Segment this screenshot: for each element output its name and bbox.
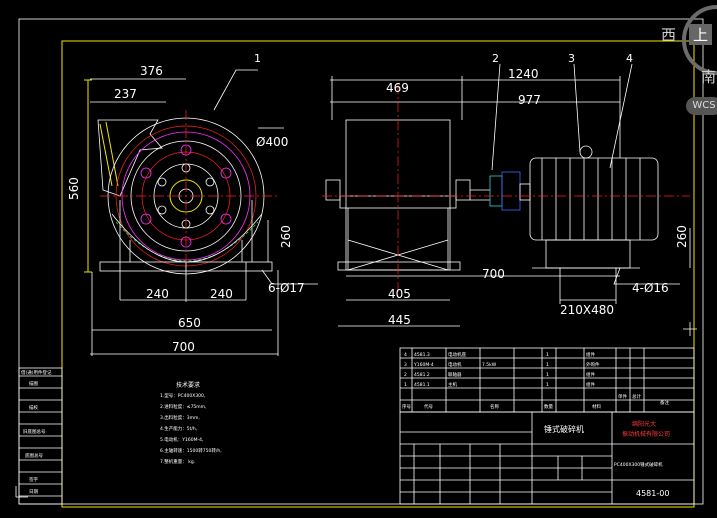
bom-mat: 外购件 [586,361,600,368]
dim-6-holes: 6-Ø17 [268,281,305,295]
bom-code: 4581.3 [414,352,430,358]
strip-label: 旧底图总号 [23,428,46,435]
front-view [322,63,691,327]
bom-header: 代号 [424,403,433,410]
tech-title: 技术要求 [176,381,200,389]
balloon-4: 4 [626,52,633,65]
dim-977: 977 [518,93,541,107]
strip-label: 描校 [29,404,38,411]
outer-border [18,18,704,505]
dim-405: 405 [388,287,411,301]
strip-label: 签字 [29,476,38,483]
dim-4-holes: 4-Ø16 [632,281,669,295]
dim-210x480: 210X480 [560,303,614,317]
bom-mat: 组件 [586,351,595,358]
bom-spec: 7.5kW [482,362,497,368]
dim-240-left: 240 [146,287,169,301]
bom-name: 联轴器 [448,371,462,378]
bom-name: 电动机 [448,361,462,368]
strip-label: 日期 [29,489,38,495]
wcs-button[interactable]: WCS [686,97,717,115]
dim-700-side: 700 [172,340,195,354]
drawing-number: 4581-00 [636,489,669,498]
bom-header: 材料 [592,403,601,410]
title-block [399,411,695,505]
dim-469: 469 [386,81,409,95]
tech-line: 1.型号：PC400X300, [160,392,205,399]
bom-qty: 1 [546,362,549,368]
bom-code: 4581.2 [414,372,430,378]
dim-445: 445 [388,313,411,327]
tech-line: 5.电动机：Y160M-4, [160,436,203,443]
bom-code: 4581.1 [414,382,430,388]
ucs-crosshair [683,322,697,336]
bom-header: 数量 [544,403,553,410]
dim-dia-400: Ø400 [256,135,288,149]
balloon-2: 2 [492,52,499,65]
balloon-3: 3 [568,52,575,65]
ucs-origin-icon [15,486,28,498]
dim-260-side: 260 [279,225,293,248]
side-view [84,69,318,356]
product-name: 锤式破碎机 [544,424,584,434]
bom-qty: 1 [546,372,549,378]
compass-south-label[interactable]: 南 [701,68,717,86]
bom-code: Y160M-4 [413,362,434,368]
dim-376: 376 [140,64,163,78]
strip-label: 描图 [29,380,38,387]
dim-1240: 1240 [508,67,539,81]
tech-line: 3.出料粒度：3mm, [160,414,200,421]
dim-560: 560 [67,177,81,200]
bom-name: 主机 [448,381,457,388]
tech-line: 4.生产能力：5t/h, [160,425,197,432]
bom-no: 3 [404,362,407,368]
tech-line: 2.进料粒度：≤75mm, [160,403,207,410]
tech-line: 6.主轴转速：1500转750转/h, [160,447,222,454]
bom-header: 单件 [618,393,627,400]
bom-no: 1 [404,382,407,388]
bom-header: 备注 [660,399,669,406]
model-name: PC400X300锤式破碎机 [614,461,663,468]
left-strip [18,367,63,505]
bom-header: 序号 [402,403,411,410]
company-line2: 振动机械有限公司 [622,430,670,438]
strip-label: 借(通)用件登记 [21,369,52,376]
bom-qty: 1 [546,382,549,388]
dim-240-right: 240 [210,287,233,301]
bom-qty: 1 [546,352,549,358]
dim-260-front: 260 [675,225,689,248]
bom-table [399,347,695,413]
strip-label: 底图总号 [25,452,43,459]
bom-mat: 组件 [586,371,595,378]
bom-no: 2 [404,372,407,378]
company-line1: 绵阳光大 [632,420,656,428]
dim-237: 237 [114,87,137,101]
dim-650: 650 [178,316,201,330]
bom-header: 总计 [632,393,641,400]
tech-line: 7.整机重量： kg. [160,458,195,465]
balloon-1: 1 [254,52,261,65]
bom-no: 4 [404,352,407,358]
inner-frame [61,40,695,508]
compass-north-label[interactable]: 西 [661,26,677,44]
dim-700-front: 700 [482,267,505,281]
bom-header: 名称 [490,403,499,410]
bom-name: 电动机座 [448,351,466,358]
bom-mat: 组件 [586,381,595,388]
compass-top-face[interactable]: 上 [689,24,713,45]
